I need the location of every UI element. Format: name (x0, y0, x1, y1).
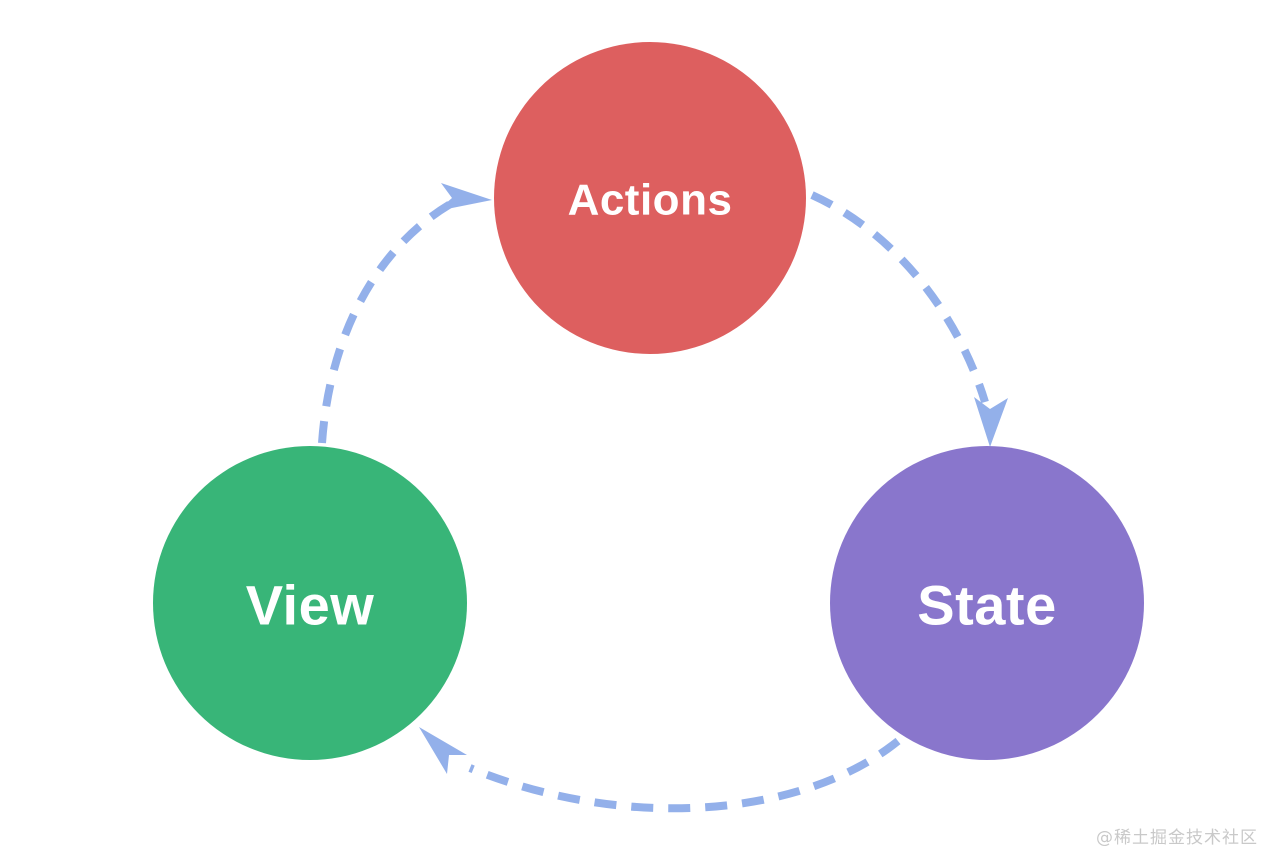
node-state[interactable]: State (830, 446, 1144, 760)
node-actions[interactable]: Actions (494, 42, 806, 354)
edge-actions-to-state-path (810, 191, 989, 404)
node-state-label: State (917, 574, 1056, 637)
edge-view-to-actions (318, 183, 492, 444)
edge-state-to-view-path (468, 737, 901, 813)
node-view-label: View (246, 574, 375, 637)
node-state-circle[interactable] (830, 446, 1144, 760)
watermark: @稀土掘金技术社区 (1096, 828, 1258, 848)
edge-state-to-view (419, 727, 901, 813)
edge-state-to-view-arrowhead (419, 727, 467, 774)
edge-view-to-actions-arrowhead (437, 183, 492, 211)
node-actions-circle[interactable] (494, 42, 806, 354)
node-actions-label: Actions (568, 176, 733, 225)
edge-actions-to-state (810, 191, 1008, 447)
node-view[interactable]: View (153, 446, 467, 760)
node-view-circle[interactable] (153, 446, 467, 760)
edge-actions-to-state-arrowhead (974, 397, 1008, 447)
edge-view-to-actions-path (318, 199, 455, 444)
